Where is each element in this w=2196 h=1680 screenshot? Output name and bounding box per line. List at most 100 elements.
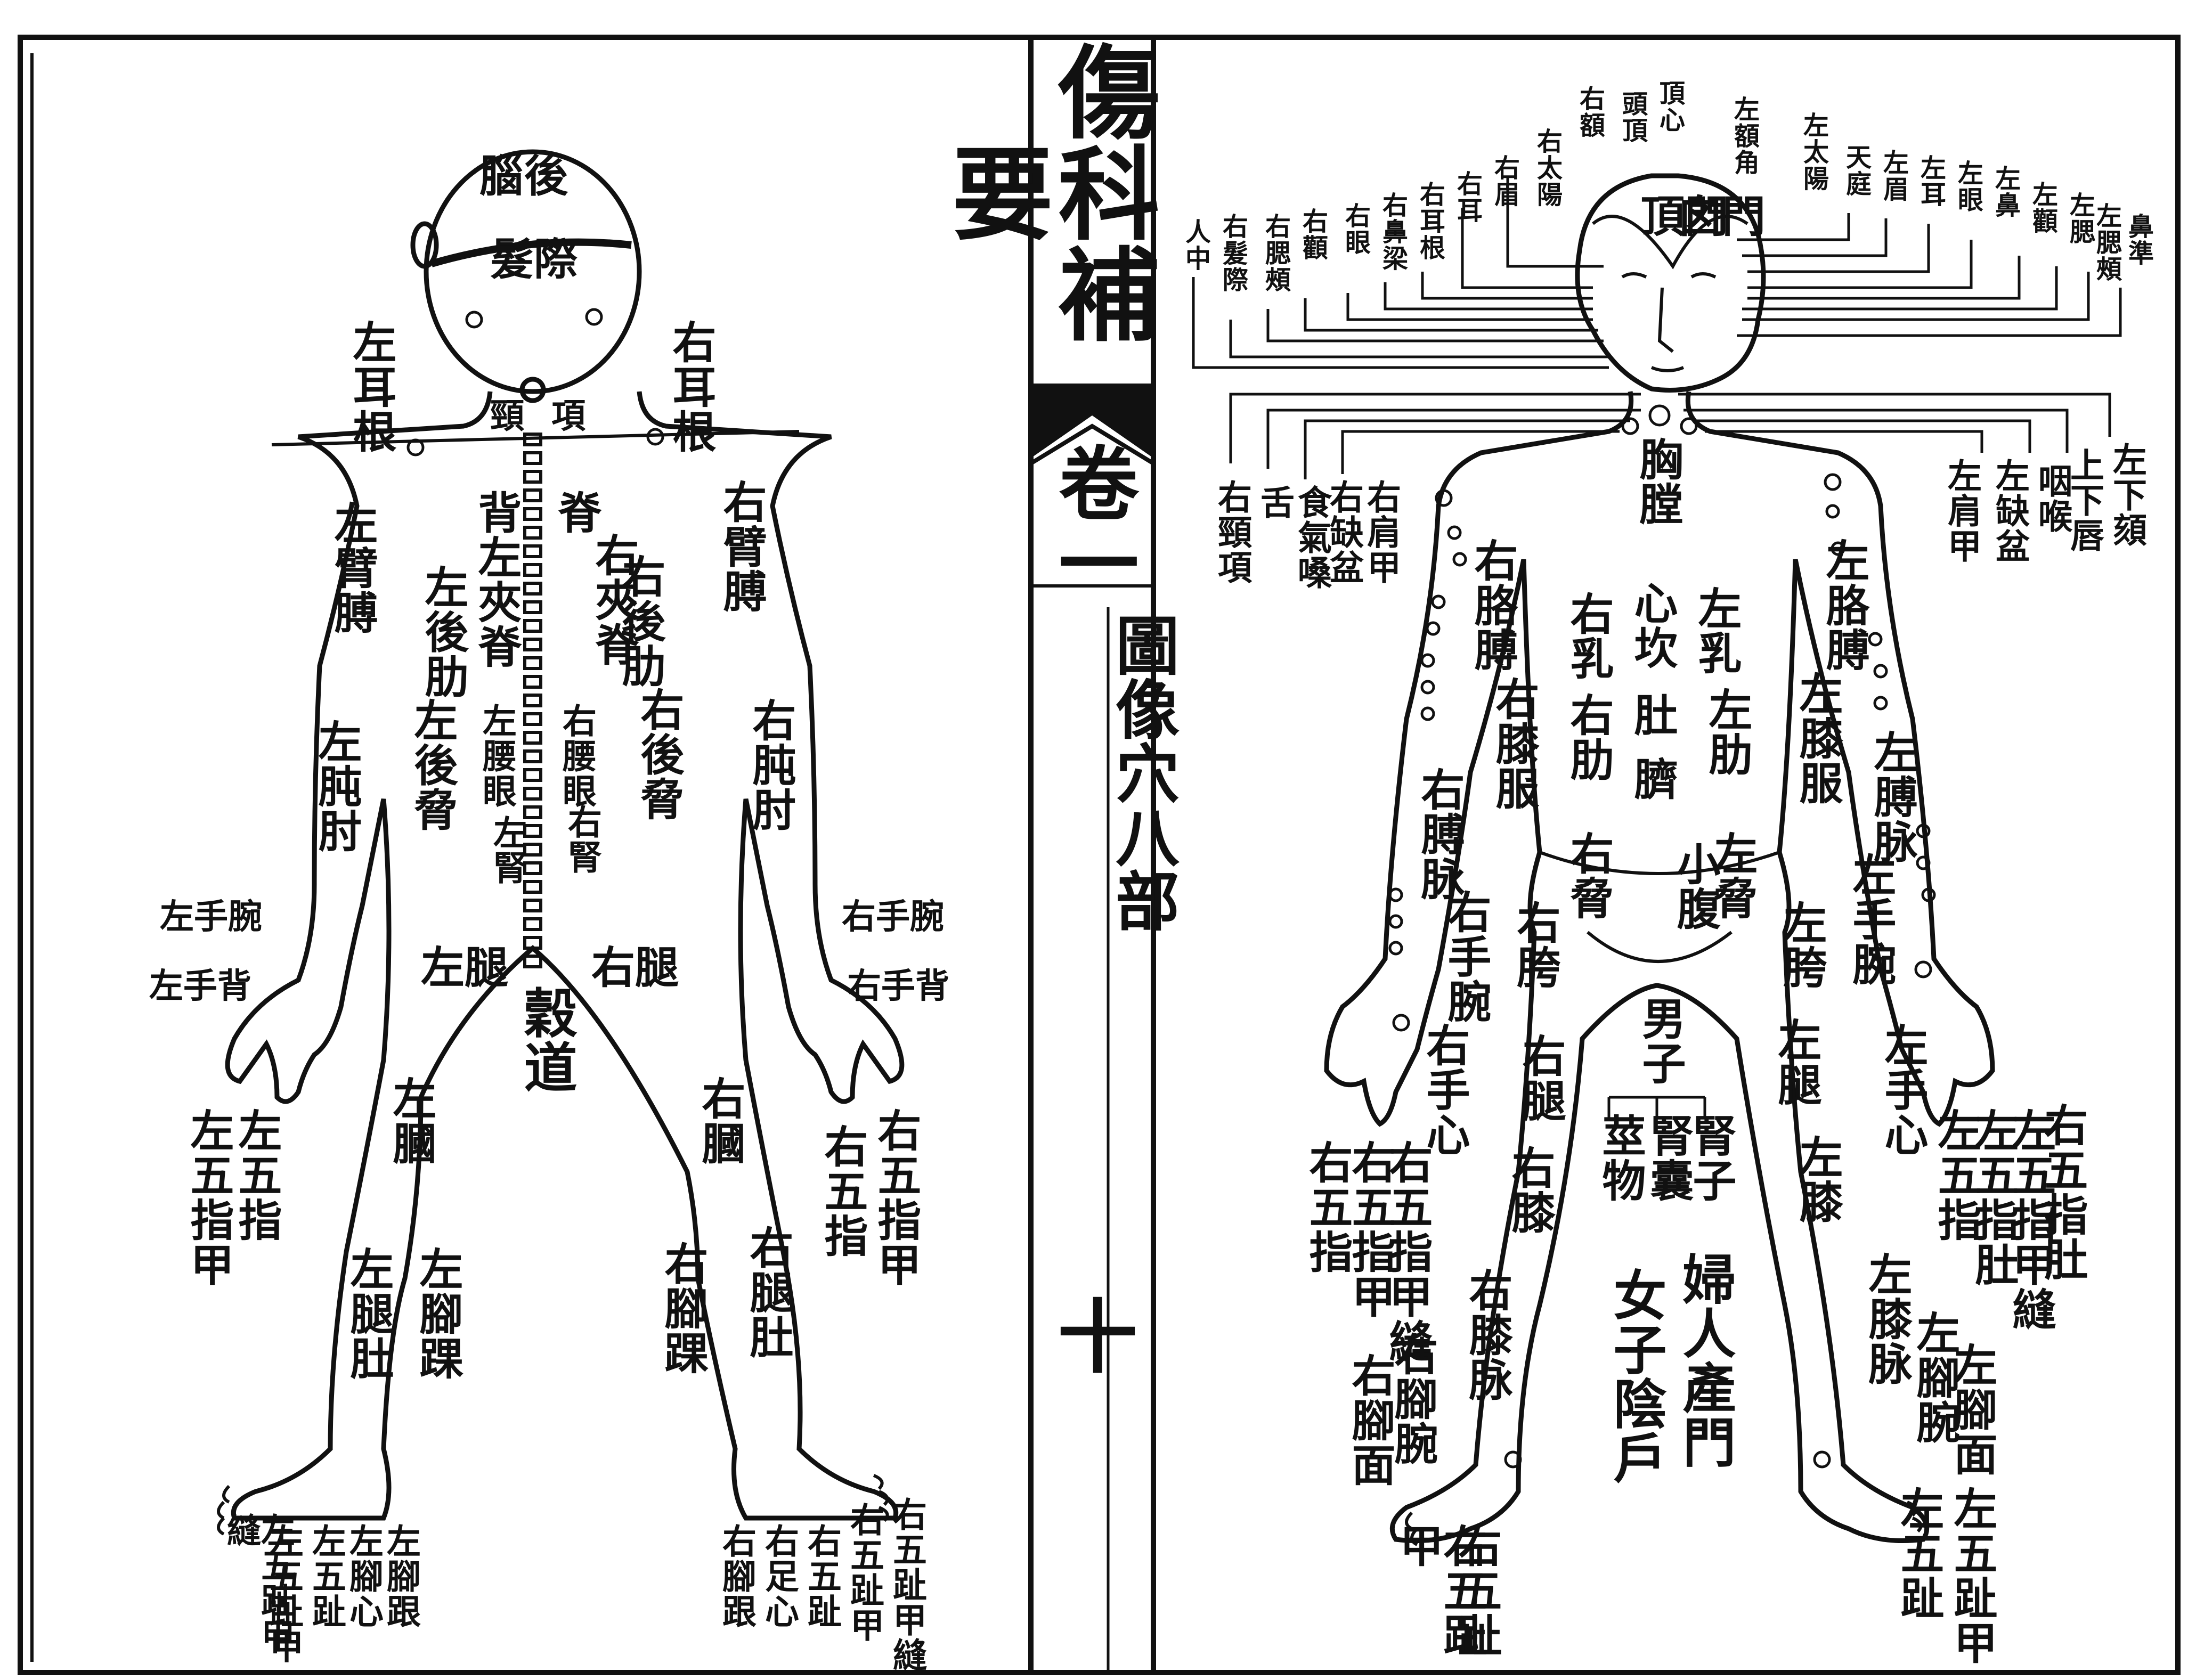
label-anus: 穀道 <box>519 985 573 1094</box>
label-right-back-rib: 右後肋 <box>618 554 662 688</box>
label-right-toes: 右五趾 <box>804 1523 839 1629</box>
label-left-sole: 左腳心 <box>346 1523 380 1629</box>
spine-beads <box>525 434 541 967</box>
label-right-instep: 右腳面 <box>1348 1353 1392 1487</box>
label-left-arm-upper: 左臂膊 <box>330 501 374 635</box>
label-right-leg: 右腿 <box>591 932 679 996</box>
label-nose-tip: 鼻準 <box>2126 213 2151 266</box>
label-left-nose: 左鼻 <box>1992 165 2018 218</box>
label-left-fingernails: 左五指甲 <box>186 1108 230 1287</box>
label-right-flank: 右脅 <box>1566 831 1610 920</box>
label-right-sole: 右足心 <box>762 1523 796 1629</box>
label-vagina: 女子陰戶 <box>1609 1268 1662 1485</box>
label-left-upper-arm: 左胳膊 <box>1822 538 1866 672</box>
label-left-cheek: 左腮 <box>2067 192 2093 245</box>
label-right-ear-root: 右耳根 <box>669 320 712 454</box>
section-label: 圖像穴八部 <box>1108 613 1175 932</box>
label-right-knee: 右膝 <box>1508 1145 1551 1235</box>
label-left-cheekbone: 左顴 <box>2030 181 2055 234</box>
label-right-thigh: 右腿 <box>1518 1033 1562 1123</box>
book-title: 傷科補要 <box>1031 11 1153 373</box>
label-right-eye: 右眼 <box>1343 202 1368 256</box>
label-right-kidney: 右腎 <box>565 804 599 875</box>
label-right-ear: 右耳 <box>1454 170 1480 224</box>
label-right-breast: 右乳 <box>1566 591 1610 681</box>
label-left-toenail-seams: 左五趾甲縫 <box>224 1513 292 1680</box>
label-right-ankle: 右腳踝 <box>661 1241 704 1375</box>
label-lips: 上下唇 <box>2067 447 2101 553</box>
label-spine: 脊 <box>554 490 598 535</box>
label-left-knee-pulse: 左膝脉 <box>1865 1252 1908 1386</box>
label-left-elbow: 左肫肘 <box>314 719 358 853</box>
label-chest: 胸膛 <box>1636 437 1679 526</box>
label-penis: 莖物 <box>1598 1113 1642 1203</box>
label-left-brow: 左眉 <box>1881 149 1906 202</box>
label-left-toes: 左五趾 <box>1897 1486 1940 1620</box>
label-left-five-fingers: 左五指 <box>234 1108 278 1242</box>
label-right-jaw-cheek: 右腮頰 <box>1263 213 1288 293</box>
label-left-ear: 左耳 <box>1918 154 1943 208</box>
label-left-rib: 左肋 <box>1705 687 1748 777</box>
label-tongue: 舌 <box>1257 485 1291 520</box>
label-right-palm: 右手心 <box>1422 1023 1466 1157</box>
label-left-ear-root: 左耳根 <box>349 320 393 454</box>
label-forehead: 天庭 <box>1843 144 1869 197</box>
label-left-toenails: 左五趾甲 <box>1950 1486 1994 1665</box>
label-left-elbow-front: 左膝服 <box>1795 671 1839 805</box>
label-right-temple: 右太陽 <box>1534 128 1560 208</box>
label-right-fingernail-seams: 右五指甲縫 <box>1385 1140 1429 1364</box>
label-left-back-rib: 左後肋 <box>421 565 465 699</box>
label-nape: 項 <box>551 389 585 438</box>
label-left-thigh: 左腿 <box>1774 1017 1818 1107</box>
label-right-elbow: 右肫肘 <box>749 698 792 832</box>
label-head-top: 頭頂 <box>1620 91 1645 144</box>
label-vulva: 婦人產門 <box>1678 1252 1731 1469</box>
label-right-elbow-front: 右膝服 <box>1492 676 1535 811</box>
label-right-five-fingers: 右五指 <box>820 1124 864 1258</box>
label-right-ear-root: 右耳根 <box>1417 181 1443 261</box>
label-left-eye: 左眼 <box>1955 160 1981 213</box>
label-right-wrist-front: 右手腕 <box>1444 890 1487 1024</box>
label-right-knee-pulse: 右膝脉 <box>1465 1268 1509 1402</box>
label-left-supraclavicular: 左缺盆 <box>1992 458 2027 564</box>
label-left-hand-back: 左手背 <box>149 959 251 1008</box>
label-left-breast: 左乳 <box>1694 586 1738 675</box>
label-navel: 臍 <box>1630 756 1674 801</box>
label-left-knee-back: 左膕 <box>389 1076 433 1165</box>
label-left-waist-eye: 左腰眼 <box>479 703 514 809</box>
label-back: 背左夾脊 <box>474 490 518 669</box>
label-left-toes: 左五趾 <box>309 1523 343 1629</box>
label-belly: 肚 <box>1630 692 1674 737</box>
label-male: 男子 <box>1638 996 1682 1086</box>
label-left-hip: 左胯 <box>1779 900 1823 990</box>
label-left-instep: 左腳面 <box>1950 1342 1994 1477</box>
label-right-shoulder-blade: 右肩甲 <box>1364 479 1398 585</box>
label-right-fingertips-alt: 右五指肚 <box>2040 1103 2084 1282</box>
label-left-back-flank: 左後脅 <box>410 698 454 832</box>
label-right-toenail-seams: 右五趾甲縫 <box>890 1497 924 1673</box>
label-left-knee: 左膝 <box>1795 1135 1839 1224</box>
label-right-fingernails: 右五指甲 <box>874 1108 917 1287</box>
label-left-forehead-corner: 左額角 <box>1731 96 1757 176</box>
label-right-hairline: 右髮際 <box>1220 213 1246 293</box>
label-fa-ji: 髮際 <box>490 224 578 287</box>
label-left-chin: 左下頦 <box>2110 442 2144 548</box>
volume-label: 卷一 <box>1052 442 1132 602</box>
label-left-temple: 左太陽 <box>1801 112 1826 192</box>
label-heart-pit: 心坎 <box>1630 581 1674 670</box>
label-left-wrist-front: 左手腕 <box>1849 852 1892 986</box>
label-left-heel: 左腳跟 <box>384 1523 418 1629</box>
label-right-five-fingers: 右五指 <box>1305 1140 1349 1274</box>
label-left-ankle: 左腳踝 <box>416 1246 459 1381</box>
label-fontanel: 囟門 <box>1678 181 1766 244</box>
label-nao-hou: 腦後 <box>479 154 569 198</box>
label-crown: 頂心 <box>1657 80 1682 133</box>
label-left-calf: 左腿肚 <box>346 1246 390 1381</box>
label-right-neck: 右頸項 <box>1215 479 1249 585</box>
label-right-forehead: 右額 <box>1577 85 1603 138</box>
label-neck: 頸 <box>490 389 524 438</box>
page-number: 十 <box>1058 1273 1137 1389</box>
label-left-leg: 左腿 <box>421 932 508 996</box>
label-right-upper-arm: 右胳膊 <box>1470 538 1514 672</box>
label-scrotum: 腎囊 <box>1646 1113 1690 1203</box>
